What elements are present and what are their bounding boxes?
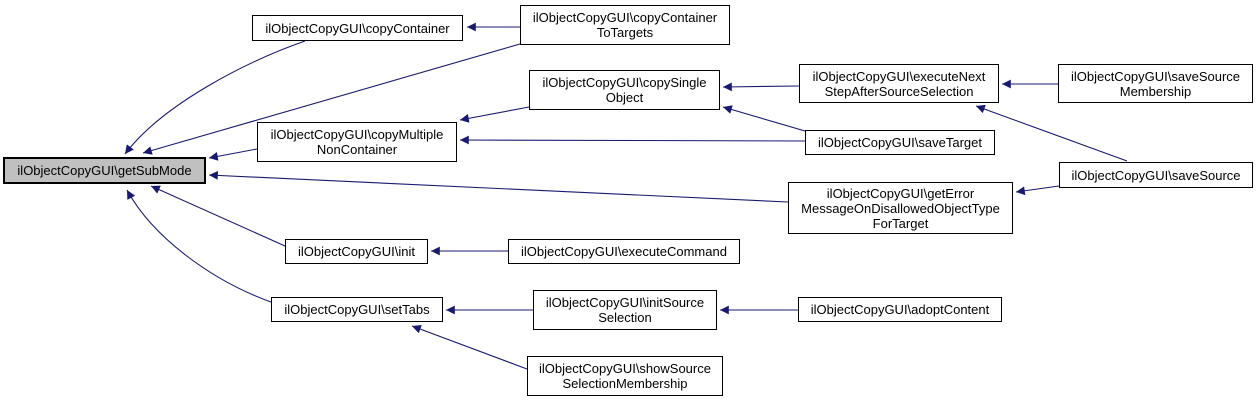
node-copySingleObject[interactable]: ilObjectCopyGUI\copySingle Object — [529, 70, 720, 110]
node-init[interactable]: ilObjectCopyGUI\init — [285, 239, 428, 264]
node-initSourceSelection[interactable]: ilObjectCopyGUI\initSource Selection — [533, 290, 717, 330]
node-setTabs[interactable]: ilObjectCopyGUI\setTabs — [271, 297, 443, 322]
edge-saveTarget-copyMultipleNonContainer — [459, 135, 806, 145]
node-showSourceSelectionMembership[interactable]: ilObjectCopyGUI\showSource SelectionMemb… — [527, 356, 723, 396]
node-saveSource-label: ilObjectCopyGUI\saveSource — [1071, 167, 1241, 183]
node-initSourceSelection-label: ilObjectCopyGUI\initSource Selection — [545, 295, 705, 325]
node-copyMultipleNonContainer-label: ilObjectCopyGUI\copyMultiple NonContaine… — [270, 127, 444, 157]
edge-executeNextStepAfterSourceSelection-copySingleObject — [722, 82, 800, 92]
node-adoptContent[interactable]: ilObjectCopyGUI\adoptContent — [798, 297, 1002, 322]
node-init-label: ilObjectCopyGUI\init — [297, 244, 416, 259]
edge-getErrorMessageOnDisallowedObjectTypeForTarget-getSubMode — [208, 171, 789, 203]
node-getSubMode[interactable]: ilObjectCopyGUI\getSubMode — [3, 157, 206, 184]
node-copyContainer[interactable]: ilObjectCopyGUI\copyContainer — [252, 15, 463, 41]
edge-setTabs-getSubMode — [126, 189, 272, 303]
edge-saveTarget-copySingleObject — [722, 105, 806, 132]
node-adoptContent-label: ilObjectCopyGUI\adoptContent — [810, 302, 990, 317]
node-saveTarget-label: ilObjectCopyGUI\saveTarget — [817, 135, 982, 150]
node-copyContainerToTargets-label: ilObjectCopyGUI\copyContainer ToTargets — [532, 10, 718, 40]
node-copyContainerToTargets[interactable]: ilObjectCopyGUI\copyContainer ToTargets — [520, 5, 730, 45]
edge-init-getSubMode — [150, 185, 286, 247]
node-getSubMode-label: ilObjectCopyGUI\getSubMode — [17, 163, 192, 178]
node-saveSource[interactable]: ilObjectCopyGUI\saveSource — [1059, 162, 1253, 188]
node-copyContainer-label: ilObjectCopyGUI\copyContainer — [265, 20, 450, 36]
edge-copySingleObject-copyMultipleNonContainer — [459, 106, 530, 123]
node-saveTarget[interactable]: ilObjectCopyGUI\saveTarget — [805, 130, 995, 155]
node-setTabs-label: ilObjectCopyGUI\setTabs — [284, 302, 430, 317]
edge-saveSource-getErrorMessageOnDisallowedObjectTypeForTarget — [1015, 185, 1060, 196]
node-copyMultipleNonContainer[interactable]: ilObjectCopyGUI\copyMultiple NonContaine… — [257, 122, 457, 162]
edge-copyMultipleNonContainer-getSubMode — [208, 148, 258, 161]
node-copySingleObject-label: ilObjectCopyGUI\copySingle Object — [542, 75, 707, 105]
node-executeCommand-label: ilObjectCopyGUI\executeCommand — [521, 244, 727, 259]
node-executeNextStepAfterSourceSelection-label: ilObjectCopyGUI\executeNext StepAfterSou… — [812, 68, 986, 99]
node-getErrorMessageOnDisallowedObjectTypeForTarget-label: ilObjectCopyGUI\getError MessageOnDisall… — [801, 185, 1000, 231]
edge-showSourceSelectionMembership-setTabs — [411, 324, 528, 370]
edge-saveSource-executeNextStepAfterSourceSelection — [975, 104, 1128, 162]
node-executeNextStepAfterSourceSelection[interactable]: ilObjectCopyGUI\executeNext StepAfterSou… — [799, 64, 999, 103]
node-getErrorMessageOnDisallowedObjectTypeForTarget[interactable]: ilObjectCopyGUI\getError MessageOnDisall… — [788, 182, 1013, 234]
edge-copyContainer-getSubMode — [124, 40, 306, 155]
node-saveSourceMembership-label: ilObjectCopyGUI\saveSource Membership — [1070, 68, 1241, 99]
node-executeCommand[interactable]: ilObjectCopyGUI\executeCommand — [508, 239, 740, 264]
edge-copyContainerToTargets-getSubMode — [142, 43, 521, 155]
node-saveSourceMembership[interactable]: ilObjectCopyGUI\saveSource Membership — [1058, 64, 1253, 103]
node-showSourceSelectionMembership-label: ilObjectCopyGUI\showSource SelectionMemb… — [539, 361, 711, 391]
